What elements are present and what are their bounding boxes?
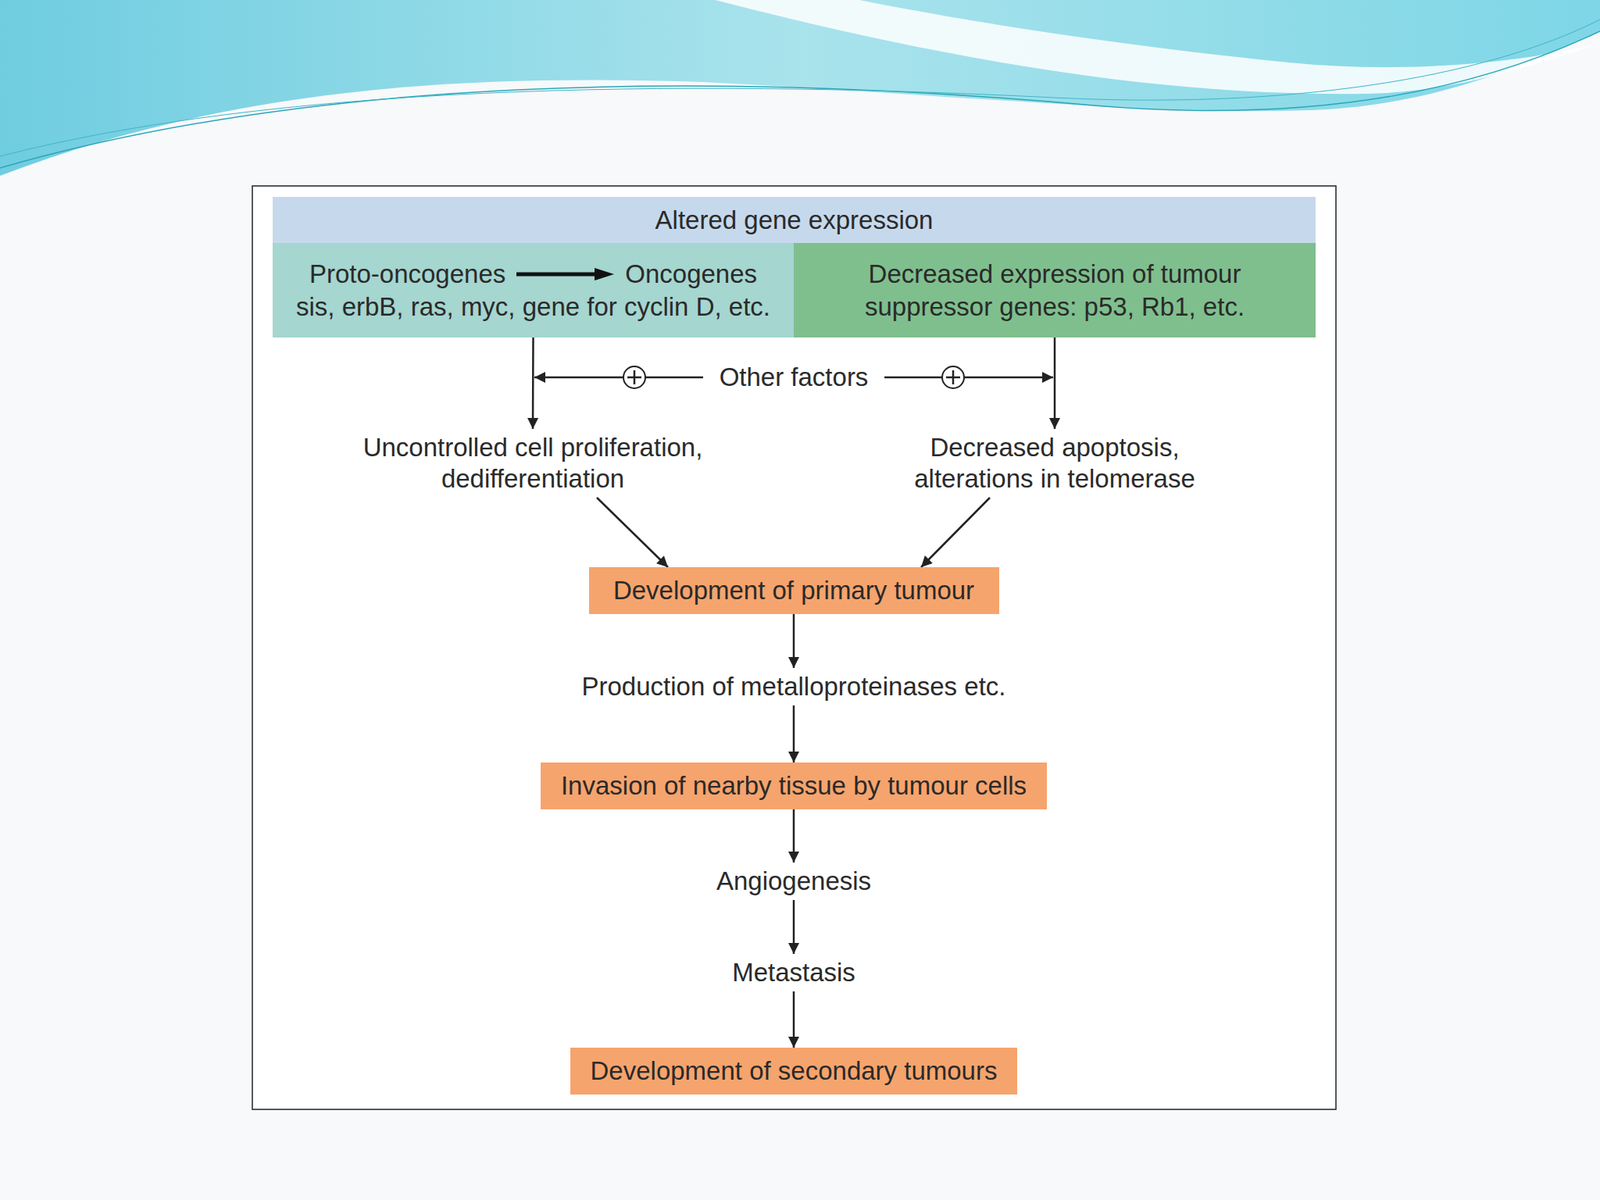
node-text: Development of secondary tumours [590, 1047, 998, 1095]
tumour-stage-box: Invasion of nearby tissue by tumour cell… [540, 762, 1047, 810]
plus-symbol [623, 366, 646, 389]
suppressor-box: Decreased expression of tumour suppresso… [793, 242, 1316, 338]
figure-frame [252, 185, 1336, 1110]
gene-text: Oncogenes [625, 257, 758, 291]
gene-text: Proto-oncogenes [309, 257, 506, 291]
flow-arrow [921, 497, 990, 568]
node-text: Metastasis [732, 957, 856, 989]
wave-line [0, 31, 1600, 168]
factor-arrow [534, 376, 704, 379]
node-text: Decreased expression of tumour suppresso… [847, 257, 1262, 324]
flow-arrow [792, 705, 796, 763]
flow-arrow [792, 991, 796, 1048]
oncogene-box: Proto-oncogenes Oncogenessis, erbB, ras, … [272, 242, 794, 338]
step-text: Metastasis [727, 953, 861, 992]
flow-arrow [792, 900, 796, 954]
tumour-stage-box: Development of secondary tumours [570, 1047, 1018, 1095]
node-text: Angiogenesis [716, 865, 872, 897]
step-text: Decreased apoptosis, alterations in telo… [890, 428, 1219, 498]
flow-arrow [532, 337, 535, 429]
node-text: Uncontrolled cell proliferation, dediffe… [342, 432, 724, 495]
gene-expression-band: Altered gene expressionProto-oncogenes On… [272, 196, 1316, 338]
flow-arrow [792, 614, 796, 668]
wave-line [0, 19, 1600, 157]
top-wave [0, 0, 1600, 176]
step-text: Angiogenesis [711, 862, 876, 900]
flow-arrow [792, 809, 796, 863]
flow-arrow [1053, 337, 1057, 429]
node-text: Invasion of nearby tissue by tumour cell… [560, 762, 1027, 810]
factor-label: Other factors [713, 361, 875, 393]
flow-arrow [596, 497, 668, 568]
tumour-stage-box: Development of primary tumour [589, 567, 1000, 615]
plus-symbol [942, 366, 965, 389]
node-text: Decreased apoptosis, alterations in telo… [895, 432, 1215, 495]
node-text: Development of primary tumour [609, 567, 979, 615]
gene-row: Proto-oncogenes Oncogenes [309, 257, 758, 291]
conversion-arrow [516, 266, 615, 283]
gene-list: sis, erbB, ras, myc, gene for cyclin D, … [296, 290, 771, 324]
node-text: Production of metalloproteinases etc. [582, 671, 1007, 703]
factor-arrow [884, 376, 1054, 379]
step-text: Uncontrolled cell proliferation, dediffe… [337, 428, 729, 498]
node-text: Altered gene expression [272, 196, 1316, 243]
step-text: Production of metalloproteinases etc. [577, 667, 1011, 706]
